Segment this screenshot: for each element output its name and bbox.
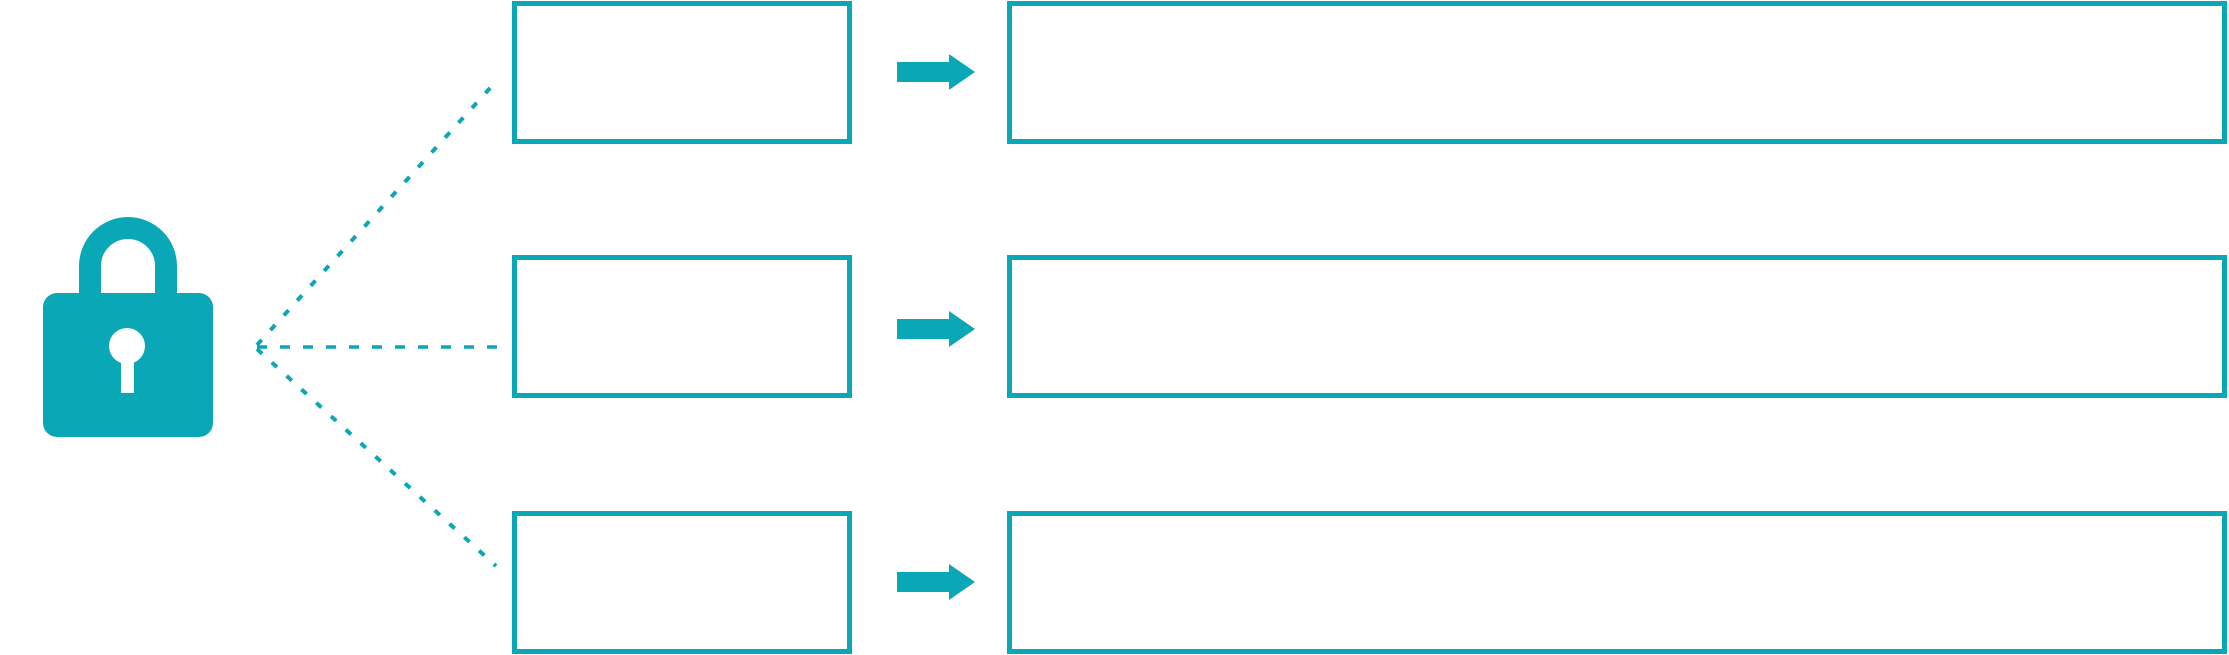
detail-box-2 <box>1007 255 2227 398</box>
dotted-line-bottom <box>255 347 498 568</box>
lock-icon <box>43 217 213 437</box>
key-point-box-3 <box>512 511 852 654</box>
arrow-right-icon <box>897 564 977 600</box>
arrow-right-icon <box>897 54 977 90</box>
dotted-line-top <box>255 85 493 347</box>
key-point-box-2 <box>512 255 852 398</box>
arrow-right-icon <box>897 311 977 347</box>
detail-box-3 <box>1007 511 2227 654</box>
detail-box-1 <box>1007 1 2227 144</box>
key-point-box-1 <box>512 1 852 144</box>
